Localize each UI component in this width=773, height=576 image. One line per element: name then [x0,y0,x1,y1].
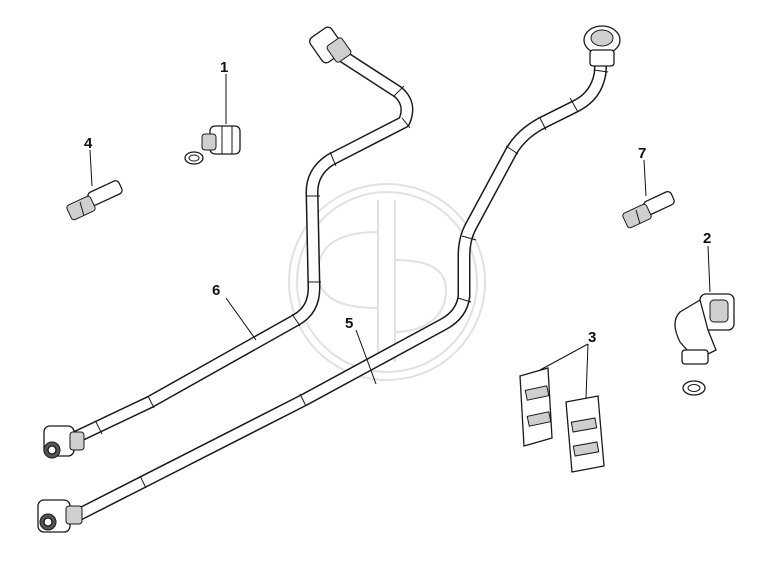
pipe-5-bottom-nut-icon [37,499,83,533]
callout-6: 6 [212,282,220,299]
leader-2 [707,245,711,293]
leader-7 [643,159,647,197]
callout-1: 1 [220,59,228,76]
callout-3: 3 [588,329,596,346]
bolt-7-icon [622,190,675,229]
leader-4 [89,149,93,187]
fitting-1-icon [184,125,241,165]
pipe-6-top-nut-icon [309,26,352,64]
pipe-5 [73,37,609,521]
callout-4: 4 [84,135,93,152]
pipe-6-bottom-nut-icon [43,425,85,459]
pipe-5-top-nut-icon [583,25,621,67]
callout-7: 7 [638,145,646,162]
callout-labels: 1 2 3 4 5 6 7 [84,59,711,346]
leader-3a [539,343,589,371]
clamp-block-3-icon [519,367,605,473]
callout-2: 2 [703,230,711,247]
leader-5 [355,329,377,385]
pipe-6 [63,41,414,447]
callout-5: 5 [345,315,353,332]
bolt-4-icon [66,180,123,221]
elbow-fitting-2-icon [674,293,735,396]
leader-6 [225,297,257,341]
leader-3b [585,343,589,399]
leader-lines [89,74,711,399]
